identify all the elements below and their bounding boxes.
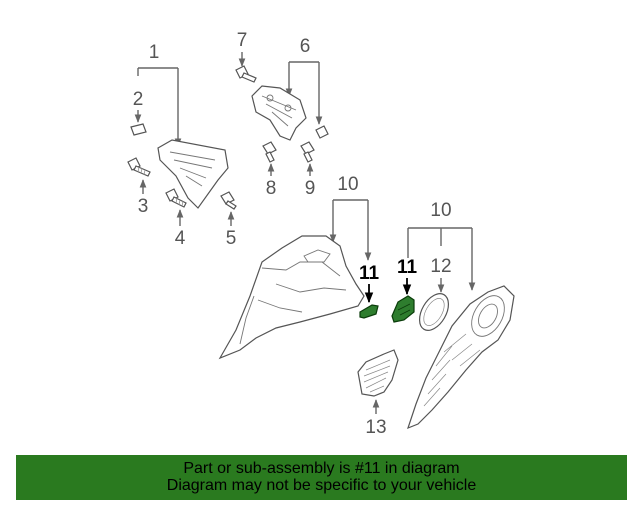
part-11-group: 11 11 [359,257,418,323]
callout-3[interactable]: 3 [138,196,149,217]
quarter-trim-left [218,235,365,360]
speaker-grille-12-inner [423,298,445,326]
quarter-trim-right-speaker-inner [478,303,498,329]
part-11-right[interactable] [391,295,415,323]
bracket-6-hole-b [284,104,292,112]
quarter-trim-right-ribs [423,333,481,407]
bolt-7-shank [241,72,257,83]
callout-1[interactable]: 1 [149,42,160,63]
callout-9[interactable]: 9 [305,178,316,199]
trim-panel-1 [157,139,229,209]
bracket-6-ribs [261,95,297,127]
banner-line-1: Part or sub-assembly is #11 in diagram [183,460,460,477]
screw-3-thread [137,166,146,176]
part-11-left[interactable] [359,304,379,319]
callout-13[interactable]: 13 [365,417,386,438]
banner-line-2: Diagram may not be specific to your vehi… [166,477,477,494]
nut-6 [315,125,329,139]
callout-6[interactable]: 6 [300,36,311,57]
callout-5[interactable]: 5 [226,228,237,249]
trim-panel-1-ribs [169,151,216,187]
callout-10-left[interactable]: 10 [337,174,358,195]
callout-2[interactable]: 2 [133,89,144,110]
quarter-trim-left-contours [257,261,347,313]
callout-8[interactable]: 8 [266,178,277,199]
clip-2 [130,123,147,136]
quarter-trim-right [407,285,515,430]
bolt-8-head [262,141,277,155]
bolt-8-shank [265,151,275,163]
screw-4-shank [171,196,187,208]
clip-5 [220,191,235,205]
part-13-group: 13 [357,349,399,438]
callout-11-left[interactable]: 11 [359,263,380,284]
screw-4-thread [175,197,184,207]
callout-7[interactable]: 7 [237,30,248,51]
quarter-trim-left-edge [239,295,255,345]
callout-12[interactable]: 12 [430,256,451,277]
vent-grille-13 [357,349,399,397]
part-10-right-group: 10 12 [407,200,515,430]
bracket-6-hole-a [266,94,274,102]
bracket-6 [251,85,307,141]
part-1-group: 1 2 3 4 5 [127,42,237,249]
bolt-9-head [300,141,315,155]
callout-10-right[interactable]: 10 [430,200,451,221]
clip-5-stem [225,200,237,210]
screw-3-shank [133,165,151,177]
info-banner: Part or sub-assembly is #11 in diagram D… [16,455,627,500]
quarter-trim-left-pocket [303,249,331,263]
bolt-9-shank [303,151,313,163]
part-11-right-ribs [397,303,411,316]
callout-4[interactable]: 4 [175,228,186,249]
part-10-left-group: 10 [218,174,372,360]
callout-11-right[interactable]: 11 [397,257,418,278]
part-6-group: 7 6 8 9 [235,30,329,199]
speaker-grille-12 [418,293,450,331]
vent-grille-13-slats [363,359,391,393]
quarter-trim-right-speaker [471,295,505,337]
